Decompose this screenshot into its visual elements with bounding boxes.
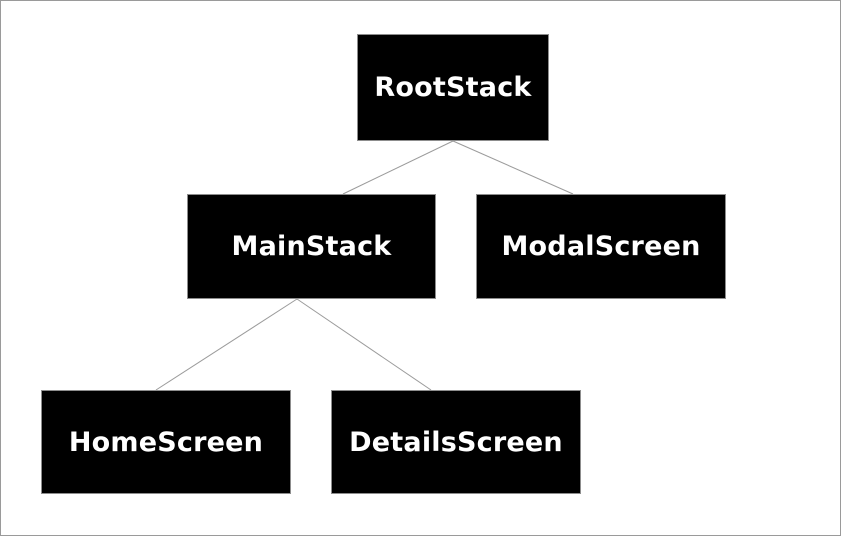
node-rootstack[interactable]: RootStack	[357, 34, 549, 141]
node-rootstack-label: RootStack	[374, 72, 532, 103]
node-modalscreen-label: ModalScreen	[501, 231, 701, 262]
node-mainstack-label: MainStack	[231, 231, 392, 262]
edge-mainstack-detailsscreen	[296, 298, 432, 391]
node-detailsscreen-label: DetailsScreen	[349, 426, 563, 458]
node-detailsscreen[interactable]: DetailsScreen	[331, 390, 581, 494]
edge-mainstack-homescreen	[155, 298, 298, 391]
node-mainstack[interactable]: MainStack	[187, 194, 436, 299]
edge-rootstack-mainstack	[342, 140, 454, 195]
node-homescreen[interactable]: HomeScreen	[41, 390, 291, 494]
node-homescreen-label: HomeScreen	[68, 426, 264, 458]
edge-rootstack-modalscreen	[452, 140, 574, 195]
node-modalscreen[interactable]: ModalScreen	[476, 194, 726, 299]
